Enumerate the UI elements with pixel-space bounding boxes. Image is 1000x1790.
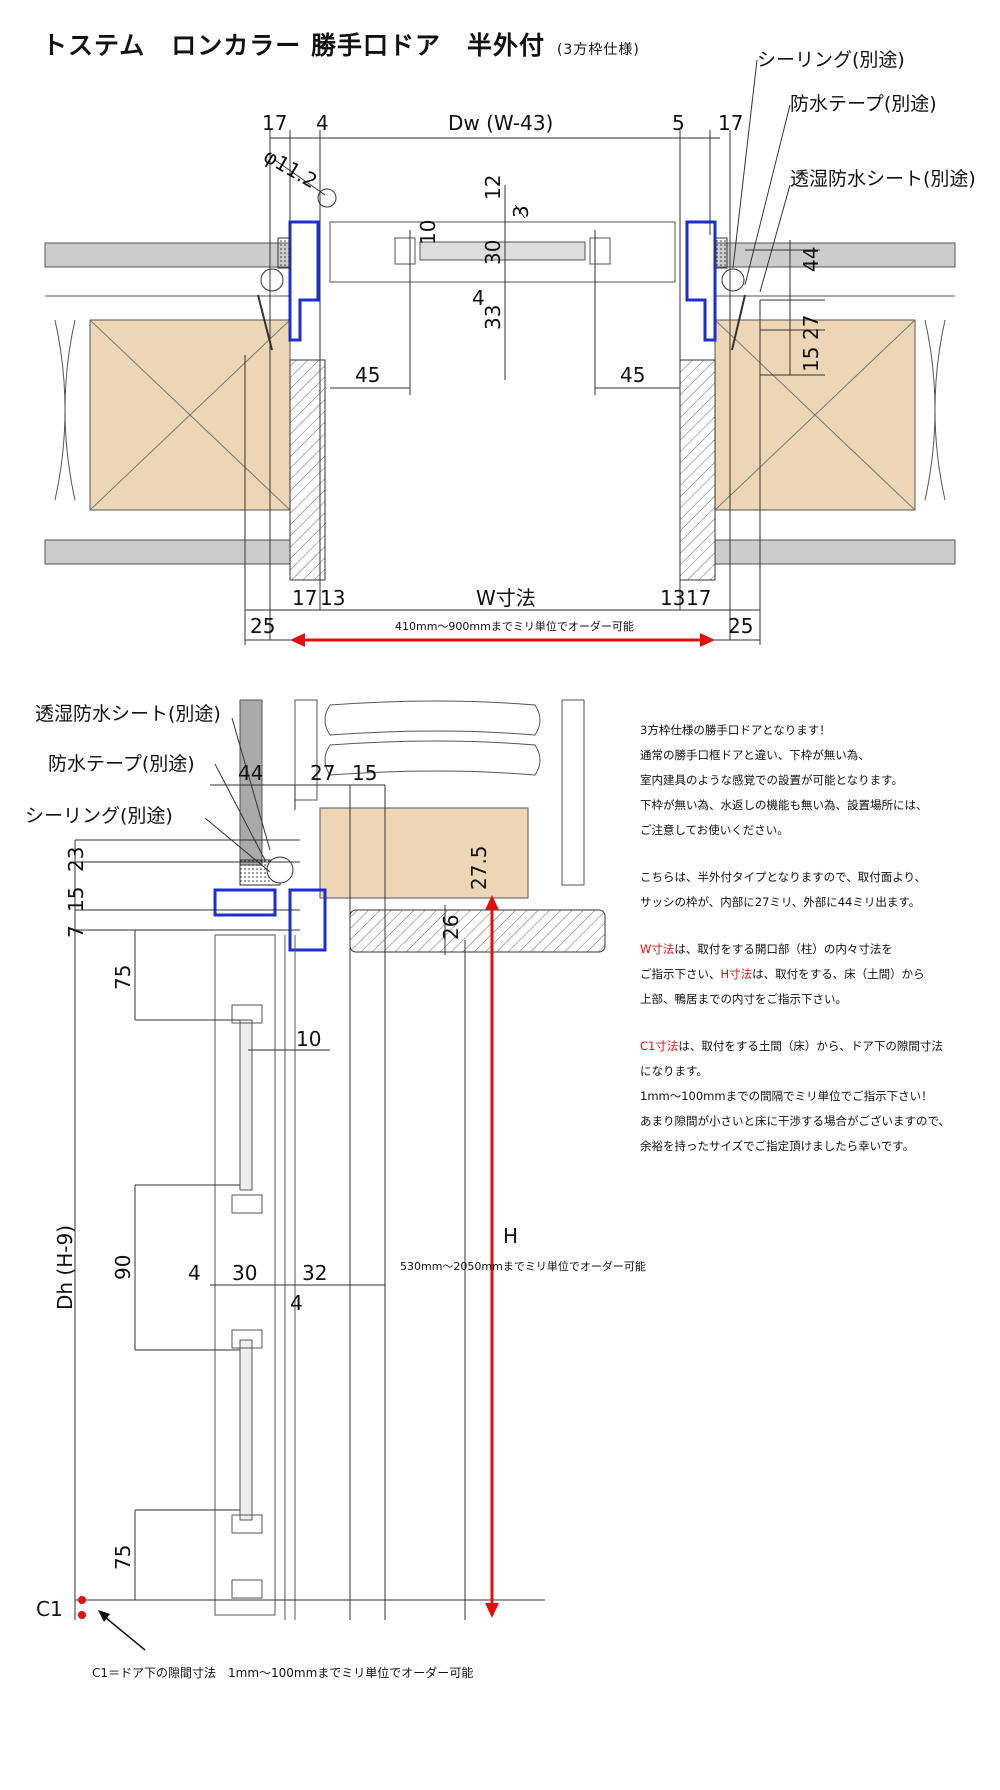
sdim-27-5: 27.5 (467, 845, 491, 890)
dim-17b: 17 (718, 111, 743, 135)
dim-b13b: 13 (660, 586, 685, 610)
dim-b25a: 25 (250, 614, 275, 638)
dim-10: 10 (416, 220, 440, 245)
note-line: 通常の勝手口框ドアと違い、下枠が無い為、 (640, 748, 870, 762)
title-main: トステム ロンカラー 勝手口ドア 半外付 (42, 31, 545, 60)
dim-33: 33 (481, 305, 505, 330)
sealing-right (721, 268, 745, 292)
dim-12: 12 (481, 175, 505, 200)
c1-label: C1 (36, 1597, 63, 1621)
section-sealing (266, 856, 294, 884)
h-red-text: H寸法 (720, 967, 753, 981)
note-line: 下枠が無い為、水返しの機能も無い為、設置場所には、 (640, 798, 928, 812)
sdim-7: 7 (64, 925, 88, 938)
dim-45b: 45 (620, 363, 645, 387)
section-door-leaf (214, 934, 276, 1616)
note-line: ご注意してお使いください。 (640, 823, 789, 837)
note-w-line1: W寸法は、取付をする開口部（柱）の内々寸法を (640, 937, 980, 962)
dim-45a: 45 (355, 363, 380, 387)
dim-44: 44 (799, 247, 823, 272)
sdim-75b: 75 (111, 1545, 135, 1570)
insulation-left (54, 319, 76, 501)
section-casing (349, 909, 606, 953)
sdim-4a: 4 (188, 1261, 201, 1285)
note-line: あまり隙間が小さいと床に干渉する場合がございますので、 (640, 1114, 951, 1128)
section-label-tape: 防水テープ(別途) (48, 753, 195, 775)
section-frame (213, 888, 277, 917)
sdim-23: 23 (64, 847, 88, 872)
dim-15: 15 (799, 347, 823, 372)
w-red-text: W寸法 (640, 942, 675, 956)
casing-right (679, 359, 716, 581)
frame-left (288, 220, 320, 342)
sdim-90: 90 (111, 1255, 135, 1280)
note-line: 1mm～100mmまでの間隔でミリ単位でご指示下さい！ (640, 1089, 933, 1103)
note-line: 3方枠仕様の勝手口ドアとなります！ (640, 723, 831, 737)
notes-panel: 3方枠仕様の勝手口ドアとなります！ 通常の勝手口框ドアと違い、下枠が無い為、 室… (640, 718, 980, 1159)
sdim-26: 26 (439, 915, 463, 940)
dim-30: 30 (481, 240, 505, 265)
note-w-line2: ご指示下さい、H寸法は、取付をする、床（土間）から (640, 962, 980, 987)
wall-top-right (714, 242, 956, 268)
dim-b17a: 17 (292, 586, 317, 610)
dim-b25b: 25 (728, 614, 753, 638)
h-note: 530mm～2050mmまでミリ単位でオーダー可能 (400, 1259, 646, 1273)
note-line: こちらは、半外付タイプとなりますので、取付面より、 (640, 870, 927, 884)
sdim-32: 32 (302, 1261, 327, 1285)
sealing-left (260, 268, 284, 292)
h-label: H (503, 1224, 518, 1248)
c1-red-text: C1寸法 (640, 1039, 679, 1053)
c1-marker-bottom (78, 1611, 86, 1619)
sdim-75a: 75 (111, 965, 135, 990)
c1-note: C1＝ドア下の隙間寸法 1mm～100mmまでミリ単位でオーダー可能 (92, 1666, 474, 1680)
sdim-44: 44 (238, 761, 263, 785)
dim-17a: 17 (262, 111, 287, 135)
dim-3: 3 (509, 205, 533, 218)
section-label-sealing: シーリング(別途) (25, 805, 173, 827)
sdim-10: 10 (296, 1027, 321, 1051)
note-line: 上部、鴨居までの内寸をご指示下さい。 (640, 992, 847, 1006)
note-line: 室内建具のような感覚での設置が可能となります。 (640, 773, 904, 787)
note-c1-line1: C1寸法は、取付をする土間（床）から、ドア下の隙間寸法 (640, 1034, 980, 1059)
insulation-right (924, 319, 946, 501)
c1-marker-top (78, 1596, 86, 1604)
page-title: トステム ロンカラー 勝手口ドア 半外付 (3方枠仕様) (42, 26, 640, 62)
section-label-sheet: 透湿防水シート(別途) (35, 703, 221, 725)
note-line: 余裕を持ったサイズでご指定頂けましたら幸いです。 (640, 1139, 915, 1153)
frame-right (685, 220, 717, 342)
casing-left (289, 359, 326, 581)
w-label: W寸法 (476, 586, 536, 610)
plan-label-sealing: シーリング(別途) (757, 49, 905, 71)
sdim-15b: 15 (64, 887, 88, 912)
sdim-dh: Dh (H-9) (53, 1225, 77, 1310)
plan-view: シーリング(別途) 防水テープ(別途) 透湿防水シート(別途) 17 4 Dw … (44, 49, 976, 647)
sdim-15: 15 (352, 761, 377, 785)
note-line: サッシの枠が、内部に27ミリ、外部に44ミリ出ます。 (640, 895, 921, 909)
section-view: 透湿防水シート(別途) 防水テープ(別途) シーリング(別途) 44 27 15… (25, 699, 646, 1651)
dim-b13a: 13 (320, 586, 345, 610)
dim-27: 27 (799, 315, 823, 340)
w-note: 410mm～900mmまでミリ単位でオーダー可能 (395, 619, 634, 633)
plan-label-sheet: 透湿防水シート(別途) (790, 168, 976, 190)
note-text: は、取付をする土間（床）から、ドア下の隙間寸法 (678, 1039, 943, 1053)
door-leaf (329, 221, 676, 283)
dim-4a: 4 (316, 111, 329, 135)
sdim-30: 30 (232, 1261, 257, 1285)
dim-dw: Dw (W-43) (448, 111, 553, 135)
note-text: は、取付をする、床（土間）から (752, 967, 925, 981)
plan-label-tape: 防水テープ(別途) (790, 93, 937, 115)
title-sub: (3方枠仕様) (556, 42, 640, 58)
note-text: は、取付をする開口部（柱）の内々寸法を (674, 942, 893, 956)
dim-4b: 4 (472, 286, 485, 310)
dim-5: 5 (672, 111, 685, 135)
section-wood (319, 807, 529, 899)
sdim-27: 27 (310, 761, 335, 785)
note-line: になります。 (640, 1064, 708, 1078)
wall-top-left (44, 242, 291, 268)
note-text: ご指示下さい、 (640, 967, 721, 981)
sdim-4b: 4 (290, 1291, 303, 1315)
dim-b17b: 17 (686, 586, 711, 610)
